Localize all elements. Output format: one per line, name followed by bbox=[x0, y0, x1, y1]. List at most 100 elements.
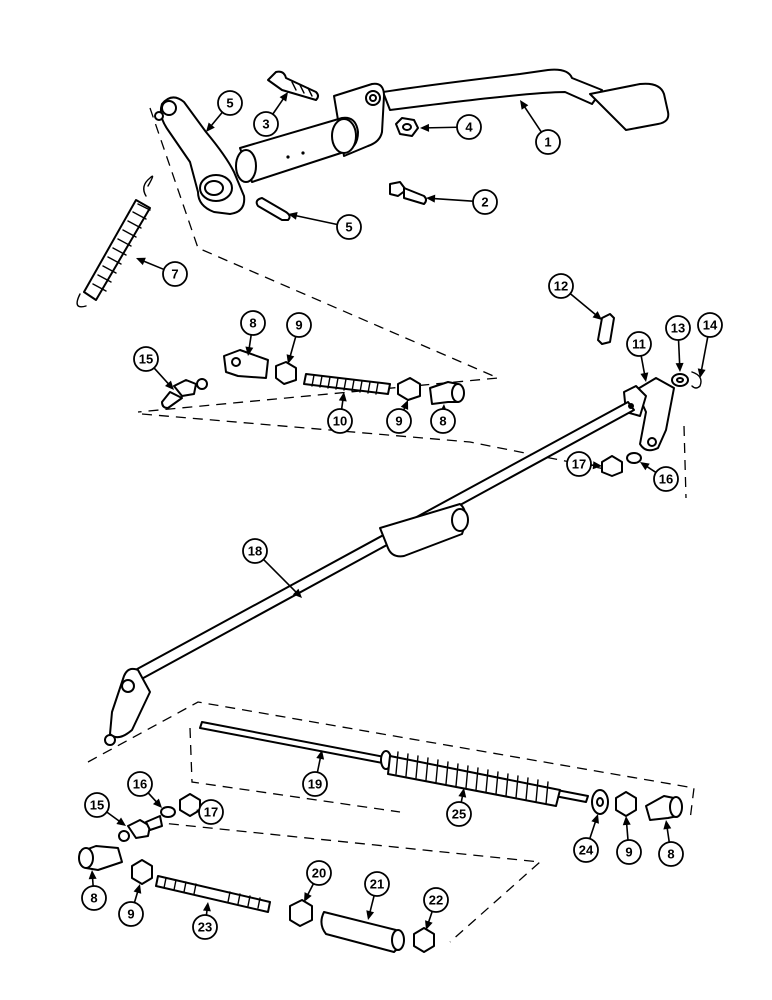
nut-upper-left bbox=[275, 361, 297, 385]
leader-arrowhead bbox=[697, 368, 706, 378]
lever-arm bbox=[154, 96, 246, 215]
nut-22 bbox=[413, 927, 435, 953]
svg-text:20: 20 bbox=[312, 866, 326, 881]
callout-11: 11 bbox=[626, 331, 652, 357]
threaded-rod-upper bbox=[303, 373, 391, 395]
nut bbox=[395, 117, 419, 137]
leader-arrowhead bbox=[592, 461, 602, 470]
leader-line bbox=[288, 336, 297, 359]
stud bbox=[389, 181, 427, 205]
svg-text:5: 5 bbox=[226, 96, 233, 111]
callout-9-upper-left: 9 bbox=[286, 312, 312, 338]
leader-line bbox=[589, 819, 597, 839]
callout-5-pin: 5 bbox=[336, 214, 362, 240]
clevis-upper-left bbox=[223, 349, 269, 379]
leader-arrowhead bbox=[133, 884, 142, 894]
svg-text:14: 14 bbox=[703, 318, 718, 333]
leader-lines bbox=[88, 92, 709, 930]
leader-arrowhead bbox=[202, 902, 211, 912]
svg-text:11: 11 bbox=[632, 337, 646, 352]
washer-16-lower bbox=[160, 806, 176, 818]
leader-arrowhead bbox=[640, 372, 649, 382]
leader-line bbox=[141, 259, 165, 271]
svg-text:2: 2 bbox=[481, 195, 488, 210]
svg-text:5: 5 bbox=[345, 220, 352, 235]
leader-arrowhead bbox=[338, 392, 347, 402]
leader-arrowhead bbox=[116, 817, 126, 826]
callout-21: 21 bbox=[364, 871, 390, 897]
svg-text:4: 4 bbox=[465, 120, 473, 135]
clevis-pin-lower-right bbox=[645, 795, 683, 821]
nut-9-lower-right bbox=[615, 791, 637, 817]
leader-line bbox=[431, 197, 474, 202]
leader-line bbox=[209, 111, 223, 128]
svg-text:18: 18 bbox=[248, 544, 262, 559]
leader-arrowhead bbox=[206, 122, 215, 132]
svg-text:22: 22 bbox=[429, 893, 443, 908]
washer-13 bbox=[671, 373, 689, 387]
callout-9-upper-right: 9 bbox=[386, 408, 412, 434]
rod-group-box bbox=[189, 727, 401, 813]
svg-text:1: 1 bbox=[544, 135, 551, 150]
svg-text:23: 23 bbox=[198, 920, 212, 935]
leader-arrowhead bbox=[245, 346, 254, 356]
leader-arrowhead bbox=[288, 211, 298, 220]
group-outlines bbox=[87, 107, 695, 943]
lever-right bbox=[623, 377, 675, 452]
svg-text:13: 13 bbox=[671, 321, 685, 336]
ball-stud-lower bbox=[118, 815, 163, 842]
svg-text:15: 15 bbox=[90, 798, 104, 813]
leader-arrowhead bbox=[292, 588, 302, 598]
callout-20: 20 bbox=[306, 860, 332, 886]
leader-arrowhead bbox=[400, 400, 409, 410]
callout-22: 22 bbox=[423, 887, 449, 913]
callout-13: 13 bbox=[665, 315, 691, 341]
svg-text:17: 17 bbox=[204, 805, 218, 820]
svg-text:8: 8 bbox=[667, 847, 674, 862]
leader-arrowhead bbox=[663, 820, 672, 830]
svg-text:8: 8 bbox=[249, 316, 256, 331]
leader-line bbox=[153, 367, 171, 387]
callout-2: 2 bbox=[472, 189, 498, 215]
spring-25 bbox=[387, 751, 561, 807]
leader-line bbox=[522, 104, 543, 133]
callouts: 1 2 3 4 5 5 7 8 9 10 9 8 15 12 11 13 14 … bbox=[81, 90, 723, 940]
svg-text:7: 7 bbox=[171, 267, 178, 282]
leader-arrowhead bbox=[88, 870, 97, 880]
upper-group-outline bbox=[137, 107, 499, 413]
svg-text:19: 19 bbox=[308, 777, 322, 792]
leader-arrowhead bbox=[425, 920, 433, 930]
callout-8-upper-left: 8 bbox=[240, 310, 266, 336]
svg-text:17: 17 bbox=[572, 457, 586, 472]
callout-17-upper: 17 bbox=[566, 451, 592, 477]
svg-text:12: 12 bbox=[554, 279, 568, 294]
clip-14 bbox=[691, 371, 702, 389]
callout-17-lower: 17 bbox=[198, 799, 224, 825]
pin-12 bbox=[597, 313, 615, 345]
callout-9-lower-right: 9 bbox=[616, 839, 642, 865]
leader-line bbox=[700, 336, 709, 373]
callout-12: 12 bbox=[548, 273, 574, 299]
callout-19: 19 bbox=[302, 771, 328, 797]
leader-arrowhead bbox=[286, 354, 295, 364]
leader-arrowhead bbox=[622, 816, 631, 826]
leader-arrowhead bbox=[592, 311, 602, 320]
nut-20 bbox=[289, 899, 313, 927]
threaded-rod-23 bbox=[155, 875, 271, 913]
leader-line bbox=[625, 821, 629, 841]
leader-arrowhead bbox=[136, 257, 146, 266]
svg-text:9: 9 bbox=[395, 414, 402, 429]
svg-text:8: 8 bbox=[439, 414, 446, 429]
roll-pin bbox=[255, 197, 291, 221]
callout-15-upper: 15 bbox=[133, 346, 159, 372]
connector-21 bbox=[320, 911, 405, 953]
svg-text:9: 9 bbox=[295, 318, 302, 333]
callout-7: 7 bbox=[162, 261, 188, 287]
callout-3: 3 bbox=[253, 111, 279, 137]
leader-line bbox=[425, 126, 458, 129]
callout-10: 10 bbox=[327, 408, 353, 434]
washer-24 bbox=[591, 789, 609, 815]
svg-text:25: 25 bbox=[452, 807, 466, 822]
callout-5-lever: 5 bbox=[217, 90, 243, 116]
